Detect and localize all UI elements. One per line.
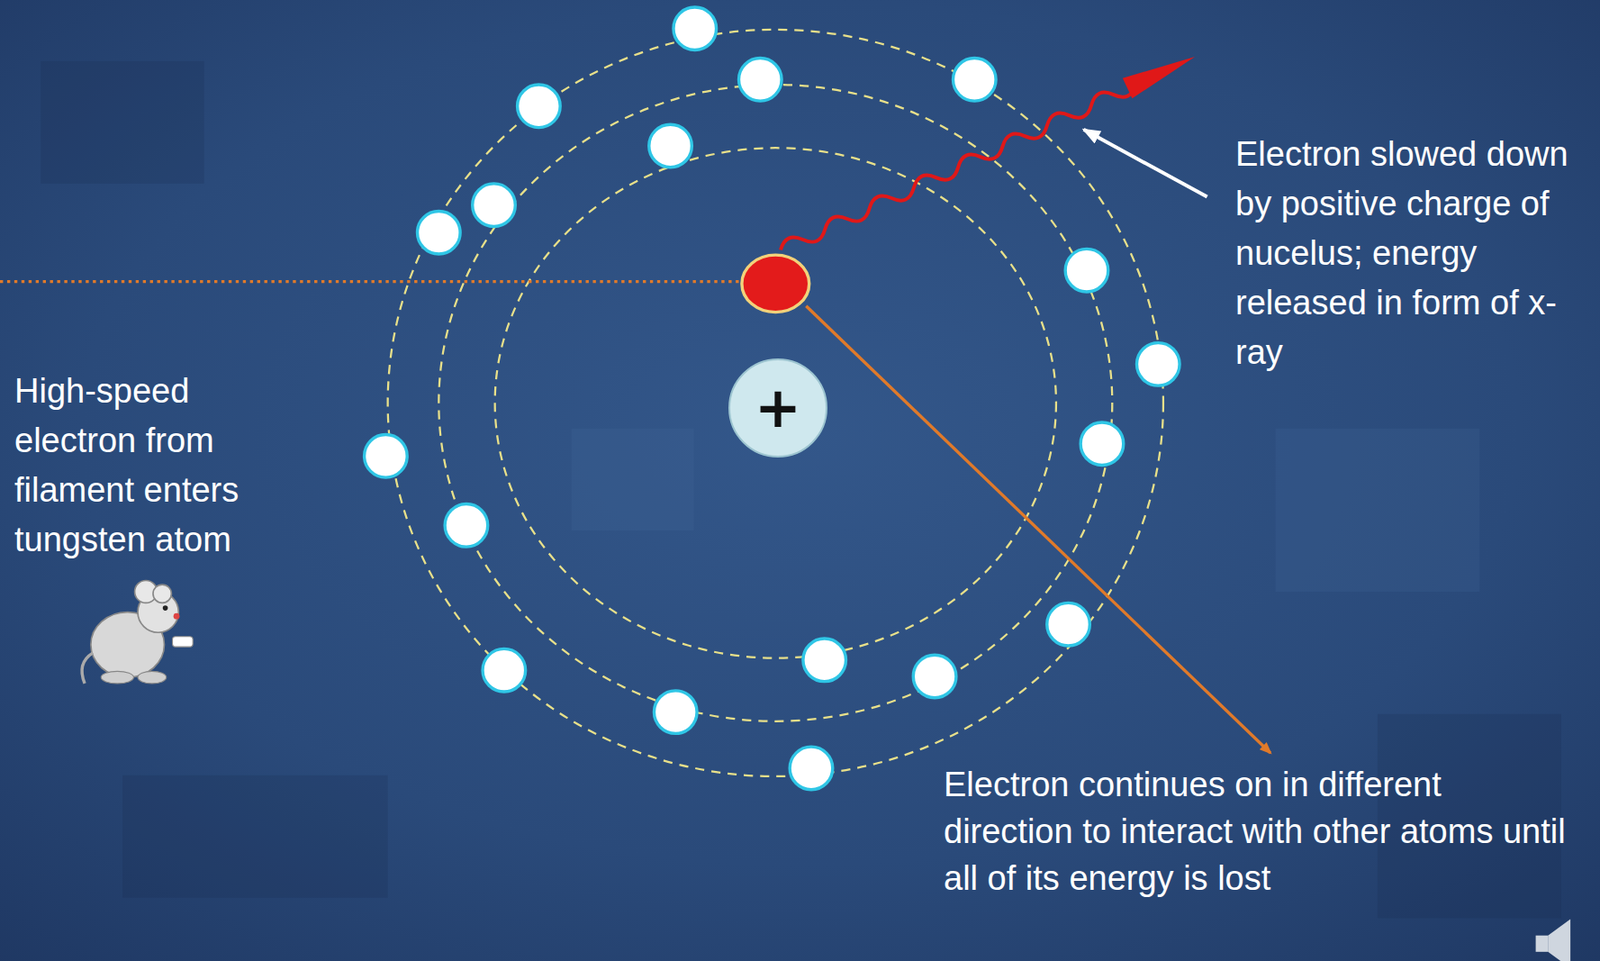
xray-note: Electron slowed down by positive charge …: [1235, 129, 1589, 378]
deflection-note: Electron continues on in different direc…: [943, 760, 1579, 902]
charge-sign: +: [754, 379, 802, 436]
nucleus: +: [728, 358, 828, 458]
intro-note: High-speed electron from filament enters…: [14, 366, 312, 565]
